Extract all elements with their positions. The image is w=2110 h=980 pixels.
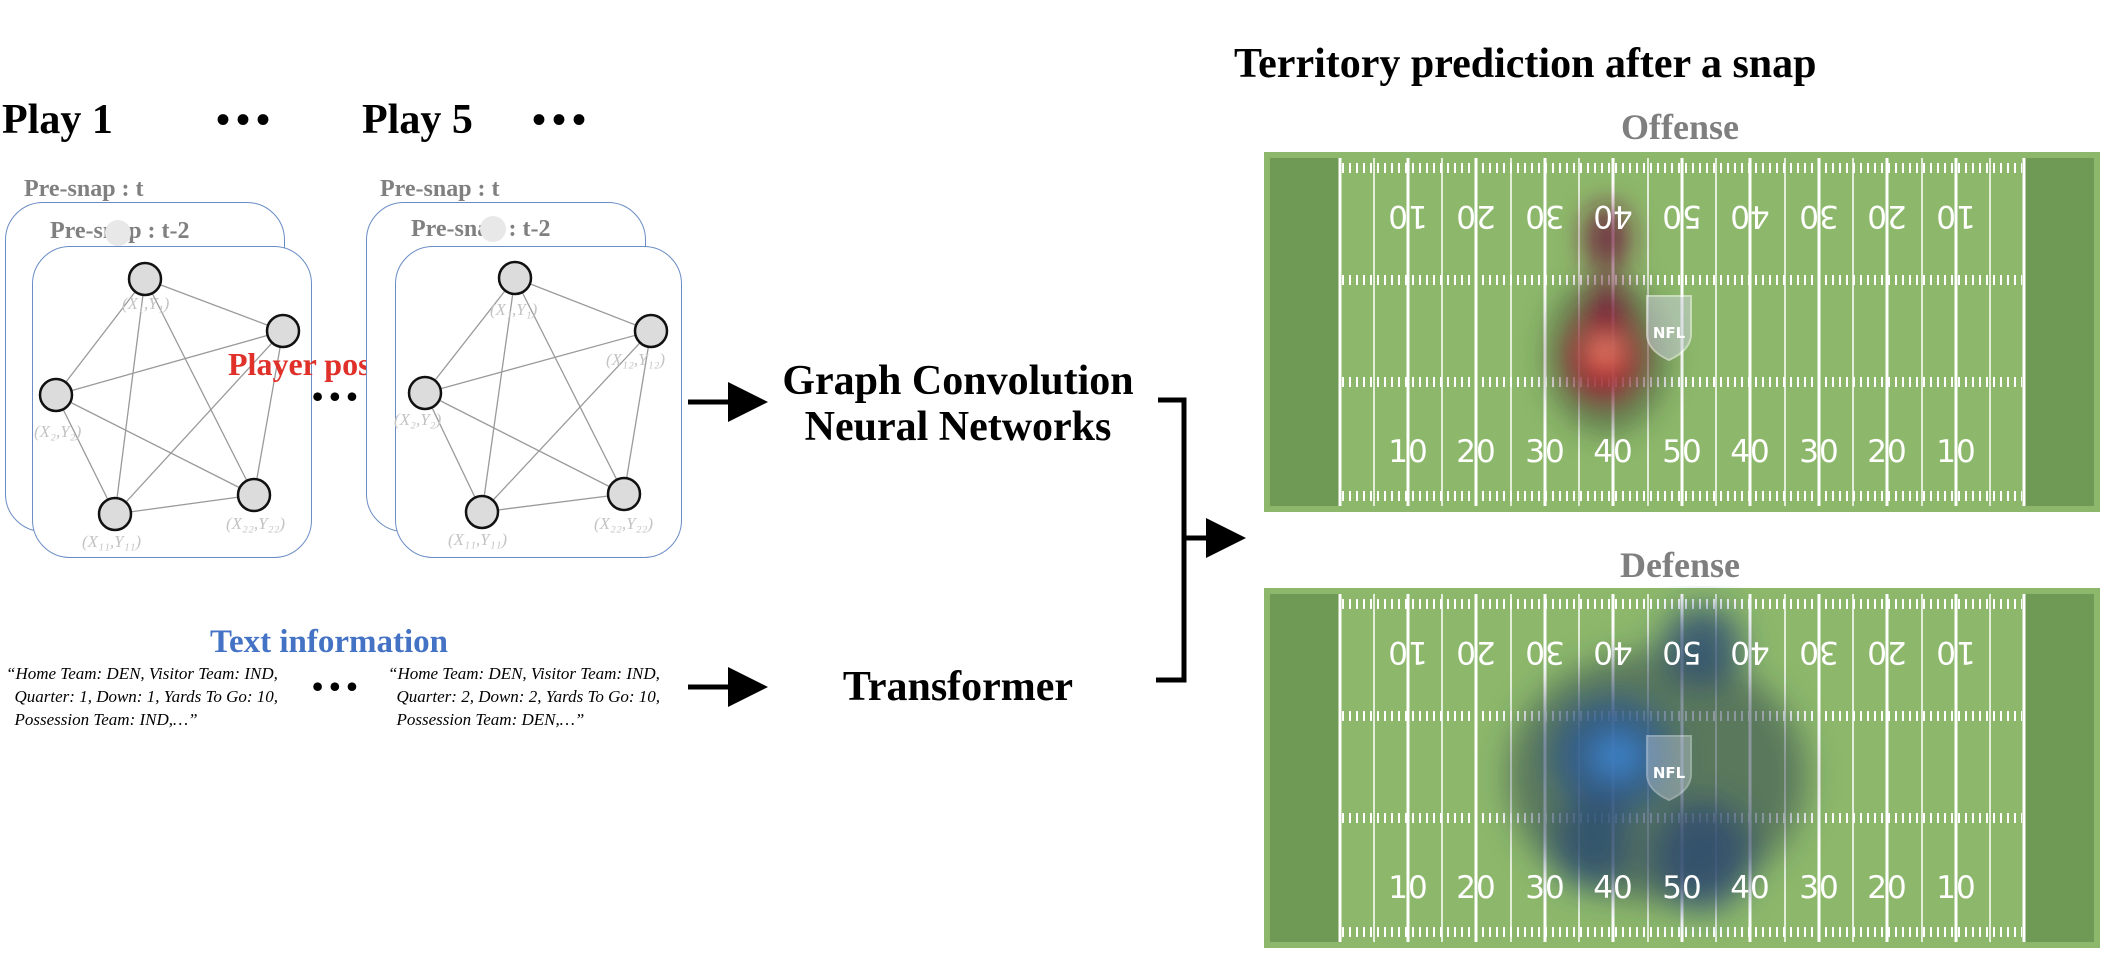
- defense-hash-marks: [1342, 599, 2022, 937]
- play5-node-1-label: (X₁,Y₁): [490, 300, 538, 319]
- offense-nfl-logo: NFL: [1646, 295, 1692, 362]
- merge-bracket: [1156, 397, 1187, 683]
- svg-text:10: 10: [1936, 198, 1975, 234]
- offense-numbers-bottom: 10 20 30 40 50 40 30 20 10: [1388, 434, 1975, 470]
- svg-text:40: 40: [1730, 198, 1769, 234]
- svg-text:20: 20: [1867, 198, 1906, 234]
- svg-text:40: 40: [1730, 634, 1769, 670]
- offense-hash-marks: [1342, 163, 2022, 501]
- offense-endzone-right: [2024, 158, 2094, 506]
- svg-text:30: 30: [1525, 634, 1564, 670]
- svg-text:20: 20: [1867, 634, 1906, 670]
- svg-text:40: 40: [1593, 634, 1632, 670]
- offense-heatmap: [1545, 204, 1669, 435]
- offense-field: NFL 10 20 30 40 50 40 30 20 10 10 20 30 …: [1262, 150, 2102, 514]
- play5-node-11: [464, 494, 500, 530]
- offense-label: Offense: [1621, 107, 1739, 147]
- svg-text:50: 50: [1662, 870, 1701, 906]
- svg-text:50: 50: [1662, 634, 1701, 670]
- play1-node-2: [38, 377, 74, 413]
- svg-text:10: 10: [1936, 870, 1975, 906]
- svg-text:30: 30: [1799, 198, 1838, 234]
- svg-text:30: 30: [1525, 870, 1564, 906]
- defense-numbers-bottom: 10 20 30 40 50 40 30 20 10: [1388, 870, 1975, 906]
- svg-text:40: 40: [1730, 870, 1769, 906]
- play1-ghost-node: [105, 220, 131, 246]
- play5-node-2: [407, 375, 443, 411]
- svg-text:30: 30: [1799, 634, 1838, 670]
- play1-node-1: [127, 261, 163, 297]
- prediction-title: Territory prediction after a snap: [1234, 41, 1817, 87]
- ellipsis-between-quotes: •••: [312, 668, 364, 704]
- svg-text:50: 50: [1662, 434, 1701, 470]
- gcn-box: Graph Convolution Neural Networks: [768, 358, 1148, 450]
- offense-yard-lines: [1338, 158, 2026, 506]
- svg-text:50: 50: [1662, 198, 1701, 234]
- svg-text:40: 40: [1593, 870, 1632, 906]
- offense-numbers-top: 10 20 30 40 50 40 30 20 10: [1388, 198, 1975, 234]
- defense-heatmap: [1507, 606, 1807, 911]
- play1-node-11-label: (X₁₁,Y₁₁): [82, 532, 142, 551]
- offense-logo-text: NFL: [1653, 324, 1686, 342]
- defense-numbers-top: 10 20 30 40 50 40 30 20 10: [1388, 634, 1975, 670]
- play5-ghost-node: [480, 216, 506, 242]
- ellipsis-between-graphs: •••: [312, 378, 364, 414]
- defense-nfl-logo: NFL: [1646, 735, 1692, 802]
- play1-graph: [38, 261, 301, 532]
- svg-text:10: 10: [1388, 198, 1427, 234]
- play5-node-2-label: (X₂,Y₂): [394, 410, 442, 429]
- play-1-label: Play 1: [2, 97, 113, 143]
- svg-text:20: 20: [1456, 634, 1495, 670]
- svg-text:40: 40: [1593, 198, 1632, 234]
- play5-node-12: [633, 313, 669, 349]
- play-5-label: Play 5: [362, 97, 473, 143]
- transformer-label: Transformer: [842, 664, 1074, 710]
- svg-text:10: 10: [1388, 634, 1427, 670]
- svg-text:30: 30: [1799, 434, 1838, 470]
- svg-text:20: 20: [1456, 198, 1495, 234]
- svg-text:10: 10: [1936, 634, 1975, 670]
- svg-text:30: 30: [1525, 434, 1564, 470]
- play5-node-12-label: (X₁₂,Y₁₂): [606, 350, 666, 369]
- play1-text-quote: “Home Team: DEN, Visitor Team: IND, Quar…: [6, 664, 279, 729]
- defense-endzone-left: [1270, 594, 1340, 942]
- svg-text:30: 30: [1525, 198, 1564, 234]
- play1-presnap-t-label: Pre-snap : t: [24, 176, 144, 202]
- defense-label: Defense: [1620, 545, 1740, 585]
- play1-node-22-label: (X₂₂,Y₂₂): [226, 514, 286, 533]
- svg-text:20: 20: [1456, 870, 1495, 906]
- svg-text:20: 20: [1456, 434, 1495, 470]
- play5-node-11-label: (X₁₁,Y₁₁): [448, 530, 508, 549]
- play1-node-2-label: (X₂,Y₂): [34, 422, 82, 441]
- play5-presnap-t-label: Pre-snap : t: [380, 176, 500, 202]
- gcn-line1: Graph Convolution: [782, 358, 1134, 404]
- play1-node-11: [97, 496, 133, 532]
- play5-graph: [407, 260, 669, 530]
- play1-node-12: [265, 313, 301, 349]
- play1-node-1-label: (X₁,Y₁): [122, 294, 170, 313]
- text-information-label: Text information: [210, 624, 449, 660]
- play5-node-22-label: (X₂₂,Y₂₂): [594, 514, 654, 533]
- svg-text:40: 40: [1730, 434, 1769, 470]
- offense-endzone-left: [1270, 158, 1340, 506]
- defense-endzone-right: [2024, 594, 2094, 942]
- play1-node-22: [236, 477, 272, 513]
- svg-text:20: 20: [1867, 870, 1906, 906]
- defense-logo-text: NFL: [1653, 764, 1686, 782]
- svg-text:10: 10: [1388, 434, 1427, 470]
- ellipsis-after-play-5: •••: [532, 97, 593, 142]
- ellipsis-after-play-1: •••: [216, 97, 277, 142]
- svg-text:10: 10: [1936, 434, 1975, 470]
- play5-text-quote: “Home Team: DEN, Visitor Team: IND, Quar…: [388, 664, 661, 729]
- svg-text:20: 20: [1867, 434, 1906, 470]
- svg-text:10: 10: [1388, 870, 1427, 906]
- svg-text:40: 40: [1593, 434, 1632, 470]
- gcn-line2: Neural Networks: [804, 404, 1112, 450]
- defense-field: NFL 10 20 30 40 50 40 30 20 10 10 20 30 …: [1262, 586, 2102, 950]
- play5-node-1: [497, 260, 533, 296]
- play5-node-22: [606, 476, 642, 512]
- svg-text:30: 30: [1799, 870, 1838, 906]
